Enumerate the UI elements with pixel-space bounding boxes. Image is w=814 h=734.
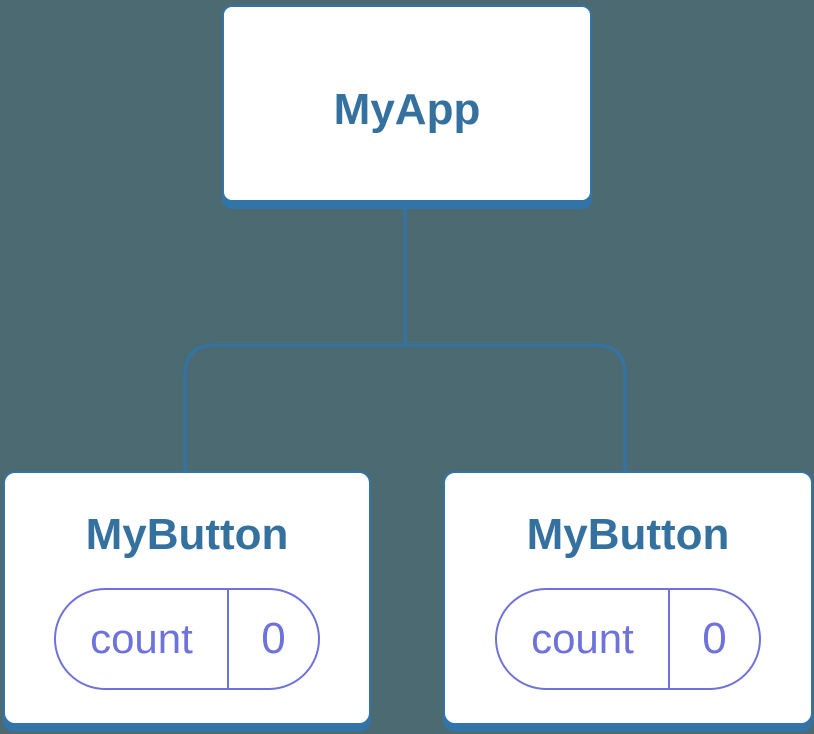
component-label-child-2: MyButton <box>526 510 730 559</box>
edge-branch <box>183 343 627 471</box>
component-node-child-2: MyButton count 0 <box>443 471 813 725</box>
component-label-child-1: MyButton <box>85 510 289 559</box>
state-key-label: count <box>56 589 229 688</box>
component-label-root: MyApp <box>333 85 481 135</box>
component-node-child-1: MyButton count 0 <box>3 471 371 725</box>
state-value: 0 <box>702 613 727 663</box>
state-pill: count 0 <box>54 587 320 690</box>
state-value: 0 <box>261 613 286 663</box>
state-pill: count 0 <box>495 587 761 690</box>
component-node-root: MyApp <box>222 5 592 202</box>
state-key-label: count <box>497 589 670 688</box>
